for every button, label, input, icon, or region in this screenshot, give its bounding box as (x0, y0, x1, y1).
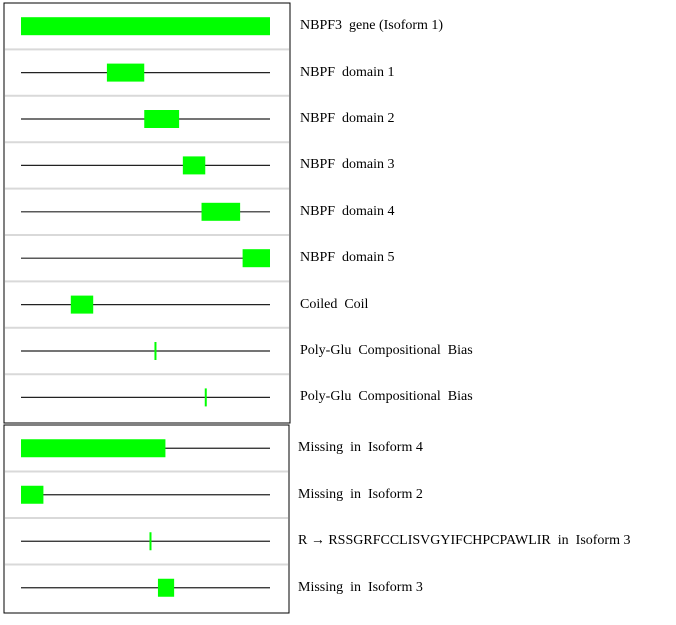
feature-box (21, 17, 270, 36)
panel-border (3, 2, 291, 424)
feature-box (21, 485, 44, 504)
track-label: NBPF3 gene (Isoform 1) (300, 18, 444, 34)
feature-box (21, 439, 166, 458)
track-label: NBPF domain 5 (300, 250, 395, 266)
feature-tick (204, 388, 207, 407)
feature-box (106, 63, 145, 82)
panel-1 (3, 2, 291, 424)
track-label: Poly-Glu Compositional Bias (300, 343, 473, 358)
track-label: NBPF domain 2 (300, 111, 395, 126)
panel-border (3, 424, 290, 614)
feature-box (242, 249, 270, 268)
track-label: Missing in Isoform 3 (298, 579, 423, 595)
feature-box (157, 578, 175, 597)
track-label: NBPF domain 3 (300, 157, 395, 173)
feature-box (201, 202, 241, 221)
track-label: NBPF domain 1 (300, 64, 395, 80)
feature-tick (149, 532, 152, 551)
track-label: Coiled Coil (300, 296, 369, 312)
track-label: R → RSSGRFCCLISVGYIFCHPCPAWLIR in Isofor… (298, 533, 631, 549)
feature-box (144, 110, 180, 128)
feature-box (182, 156, 206, 175)
feature-tick (154, 342, 157, 360)
panel-2 (3, 424, 290, 614)
track-label: Poly-Glu Compositional Bias (300, 389, 473, 405)
feature-box (70, 295, 94, 314)
track-label: NBPF domain 4 (300, 203, 395, 219)
track-label: Missing in Isoform 2 (298, 486, 423, 502)
track-label: Missing in Isoform 4 (298, 440, 423, 456)
